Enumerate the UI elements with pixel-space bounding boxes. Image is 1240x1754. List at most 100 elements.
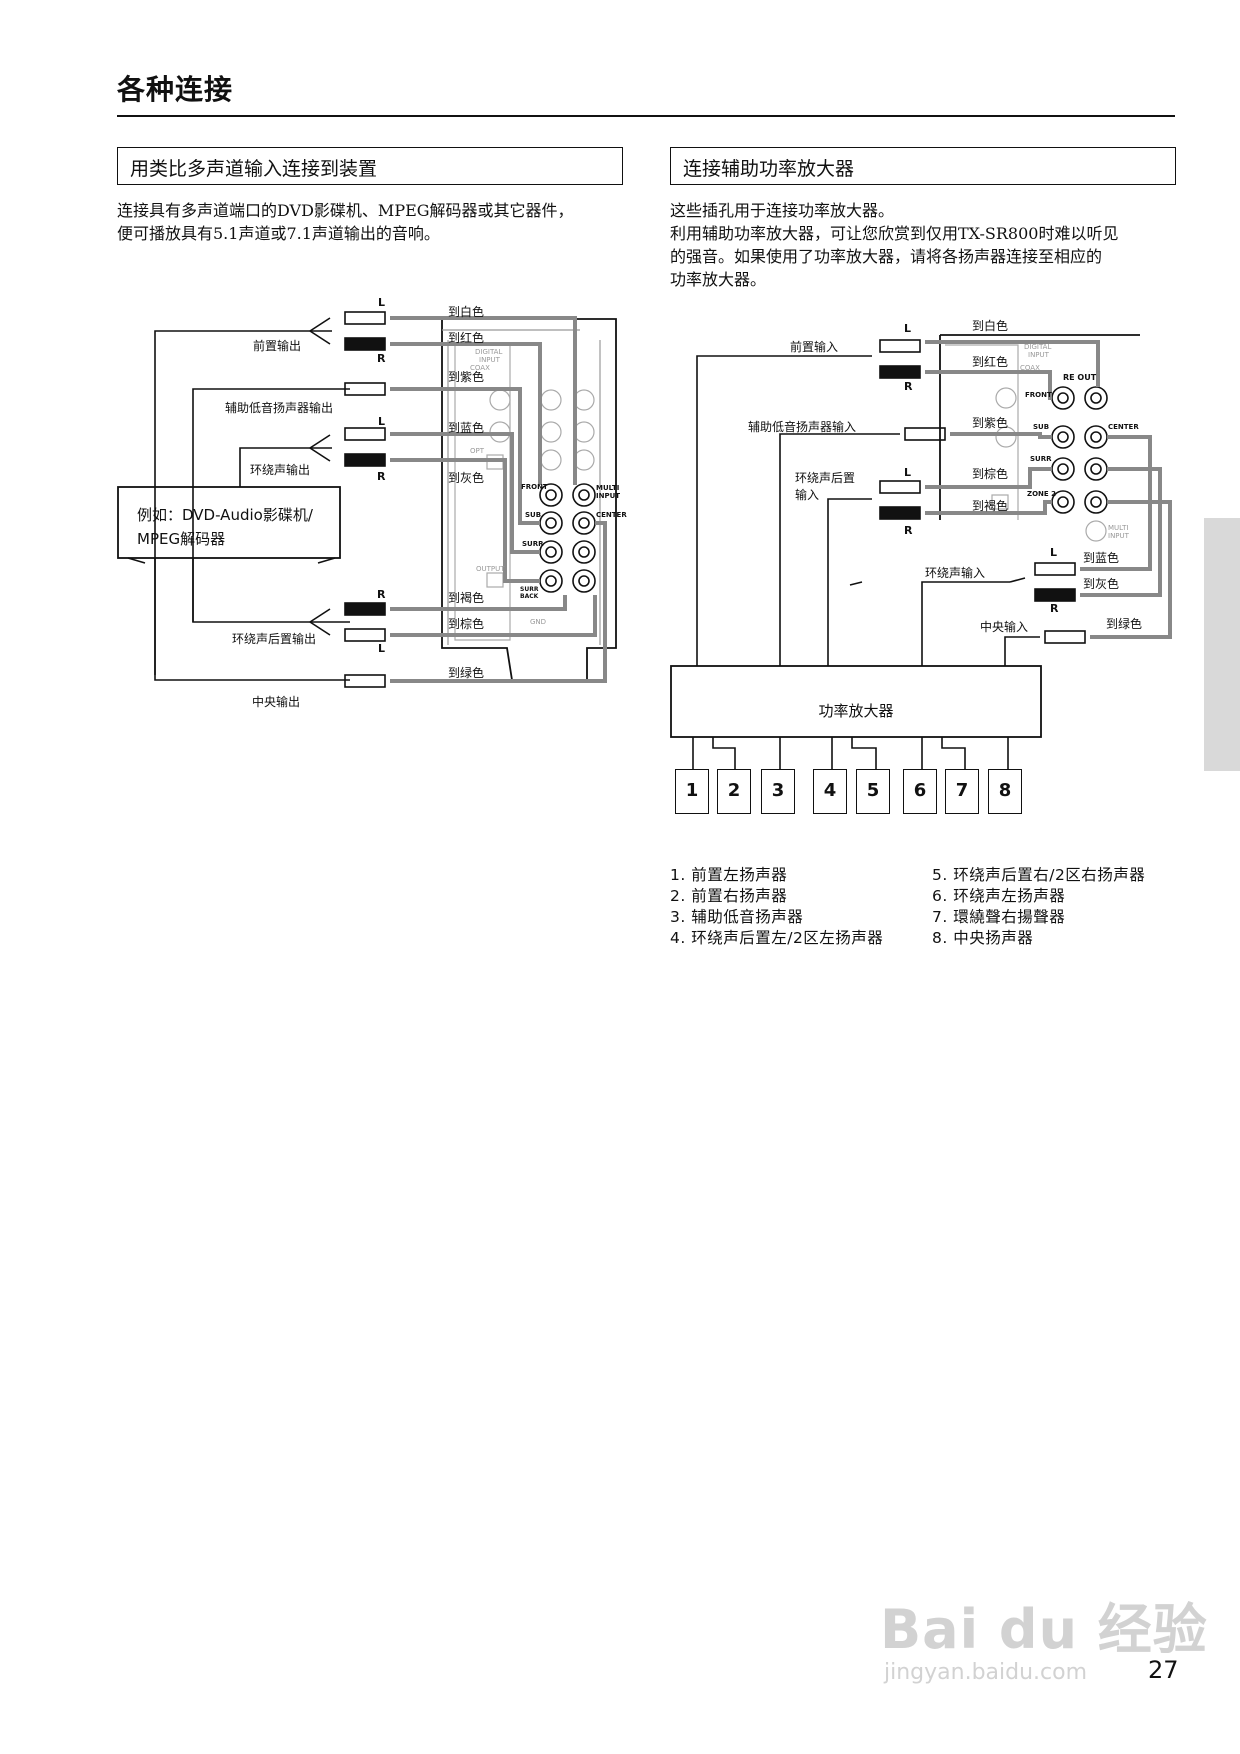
speaker-legend-item: 7. 環繞聲右揚聲器: [932, 908, 1066, 926]
speaker-legend-item: 6. 环绕声左扬声器: [932, 887, 1066, 905]
input-label-surround-back-2: 输入: [795, 488, 820, 502]
color-label-white: 到白色: [972, 319, 1009, 333]
watermark-brand: Bai du 经验: [880, 1598, 1208, 1661]
speaker-legend-item: 8. 中央扬声器: [932, 929, 1034, 947]
color-label-blue: 到蓝色: [1083, 551, 1120, 565]
page-title: 各种连接: [117, 73, 234, 106]
plug-r-marker: R: [904, 524, 913, 537]
color-label-purple: 到紫色: [972, 416, 1009, 430]
color-label-tan: 到褐色: [448, 591, 485, 605]
speaker-number-box: 6: [903, 769, 937, 814]
plug-r-marker: R: [377, 352, 386, 365]
color-label-red: 到红色: [972, 355, 1009, 369]
plug-l-marker: L: [904, 322, 912, 335]
panel-label-multi: MULTI: [1108, 524, 1129, 532]
input-label-surround-back: 环绕声后置: [795, 471, 856, 485]
speaker-number-box: 5: [856, 769, 890, 814]
right-body-text: 这些插孔用于连接功率放大器。 利用辅助功率放大器，可让您欣赏到仅用TX-SR80…: [670, 199, 1118, 291]
color-label-gray: 到灰色: [1083, 577, 1120, 591]
panel-label-sub: SUB: [1033, 423, 1050, 431]
device-label: 例如：DVD-Audio影碟机/ MPEG解码器: [137, 503, 313, 551]
color-label-red: 到红色: [448, 331, 485, 345]
speaker-legend-item: 1. 前置左扬声器: [670, 866, 788, 884]
plug-l-marker: L: [904, 466, 912, 479]
panel-label-multi-input: INPUT: [596, 492, 621, 500]
panel-label-coax: COAX: [470, 364, 490, 372]
source-label-subwoofer: 辅助低音扬声器输出: [225, 401, 334, 415]
panel-label-gnd: GND: [530, 618, 547, 626]
color-label-green: 到绿色: [1106, 617, 1143, 631]
speaker-number-box: 3: [761, 769, 795, 814]
panel-label-opt: OPT: [470, 447, 485, 455]
panel-label-center: CENTER: [596, 511, 627, 519]
panel-label-multi-input: INPUT: [1108, 532, 1129, 540]
left-heading-text: 用类比多声道输入连接到装置: [130, 158, 378, 180]
panel-label-digital: DIGITAL: [475, 348, 503, 356]
panel-label-zone2: ZONE 2: [1027, 490, 1056, 498]
source-label-surround-back: 环绕声后置输出: [232, 632, 317, 646]
panel-label-re-out: RE OUT: [1063, 373, 1097, 382]
plug-r-marker: R: [904, 380, 913, 393]
plug-l-marker: L: [378, 642, 386, 655]
right-section-heading: 连接辅助功率放大器: [670, 147, 1176, 185]
speaker-legend-item: 3. 辅助低音扬声器: [670, 908, 804, 926]
panel-label-sub: SUB: [525, 511, 542, 519]
plug-l-marker: L: [1050, 546, 1058, 559]
speaker-number-box: 4: [813, 769, 847, 814]
amplifier-label: 功率放大器: [818, 702, 894, 720]
watermark-url: jingyan.baidu.com: [884, 1660, 1088, 1685]
panel-label-coax: COAX: [1020, 364, 1040, 372]
source-label-surround: 环绕声输出: [250, 463, 311, 477]
page-number: 27: [1148, 1656, 1179, 1684]
color-label-blue: 到蓝色: [448, 421, 485, 435]
input-label-front: 前置输入: [790, 340, 839, 354]
left-body-line: 连接具有多声道端口的DVD影碟机、MPEG解码器或其它器件，: [117, 201, 574, 220]
plug-r-marker: R: [1050, 602, 1059, 615]
panel-label-digital: DIGITAL: [1024, 343, 1052, 351]
left-body-text: 连接具有多声道端口的DVD影碟机、MPEG解码器或其它器件， 便可播放具有5.1…: [117, 199, 574, 245]
speaker-number-box: 2: [717, 769, 751, 814]
panel-label-output: OUTPUT: [476, 565, 505, 573]
input-label-surround: 环绕声输入: [925, 566, 986, 580]
right-body-line: 这些插孔用于连接功率放大器。: [670, 201, 895, 220]
speaker-legend-item: 5. 环绕声后置右/2区右扬声器: [932, 866, 1146, 884]
plug-r-marker: R: [377, 588, 386, 601]
color-label-tan: 到褐色: [972, 499, 1009, 513]
panel-label-surr-back: SURR BACK: [520, 586, 539, 600]
right-body-line: 利用辅助功率放大器，可让您欣赏到仅用TX-SR800时难以听见: [670, 224, 1119, 243]
source-label-center: 中央输出: [252, 695, 301, 709]
plug-l-marker: L: [378, 296, 386, 309]
left-body-line: 便可播放具有5.1声道或7.1声道输出的音响。: [117, 224, 440, 243]
panel-label-front: FRONT: [1025, 391, 1052, 399]
device-label-line: 例如：DVD-Audio影碟机/: [137, 506, 313, 524]
speaker-number-box: 7: [945, 769, 979, 814]
color-label-brown: 到棕色: [448, 617, 485, 631]
speaker-legend-item: 4. 环绕声后置左/2区左扬声器: [670, 929, 884, 947]
right-heading-text: 连接辅助功率放大器: [683, 158, 855, 180]
plug-l-marker: L: [378, 415, 386, 428]
left-section-heading: 用类比多声道输入连接到装置: [117, 147, 623, 185]
input-label-subwoofer: 辅助低音扬声器输入: [748, 420, 857, 434]
speaker-legend-right: 5. 环绕声后置右/2区右扬声器 6. 环绕声左扬声器 7. 環繞聲右揚聲器 8…: [932, 865, 1145, 949]
panel-label-input: INPUT: [1028, 351, 1049, 359]
panel-label-front: FRONT: [521, 483, 548, 491]
right-body-line: 的强音。如果使用了功率放大器，请将各扬声器连接至相应的: [670, 247, 1103, 266]
panel-label-surr: SURR: [522, 540, 544, 548]
title-rule: [117, 115, 1175, 117]
right-body-line: 功率放大器。: [670, 270, 767, 289]
input-label-center: 中央输入: [980, 620, 1029, 634]
color-label-purple: 到紫色: [448, 370, 485, 384]
plug-r-marker: R: [377, 470, 386, 483]
color-label-white: 到白色: [448, 305, 485, 319]
color-label-green: 到绿色: [448, 666, 485, 680]
panel-label-surr: SURR: [1030, 455, 1052, 463]
panel-label-center: CENTER: [1108, 423, 1139, 431]
panel-label-multi: MULTI: [596, 484, 620, 492]
device-label-line: MPEG解码器: [137, 530, 226, 548]
panel-label-input: INPUT: [479, 356, 500, 364]
speaker-legend-item: 2. 前置右扬声器: [670, 887, 788, 905]
speaker-legend-left: 1. 前置左扬声器 2. 前置右扬声器 3. 辅助低音扬声器 4. 环绕声后置左…: [670, 865, 883, 949]
speaker-number-box: 1: [675, 769, 709, 814]
source-label-front: 前置输出: [253, 339, 302, 353]
